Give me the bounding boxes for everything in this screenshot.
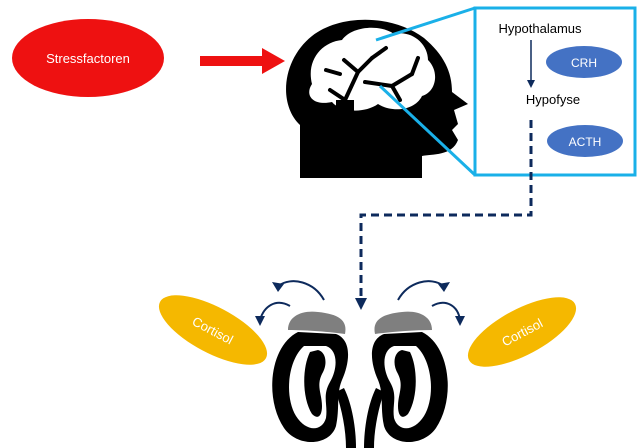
adrenal-gland-icon [288, 312, 346, 334]
hypothalamus-label: Hypothalamus [498, 21, 582, 36]
kidney-right-icon [364, 332, 448, 448]
stress-arrow [200, 48, 285, 74]
acth-label: ACTH [569, 135, 602, 149]
cortisol-oval-right: Cortisol [458, 284, 586, 381]
cortisol-oval-left: Cortisol [149, 282, 277, 379]
hypofyse-label: Hypofyse [526, 92, 580, 107]
stress-label: Stressfactoren [46, 51, 130, 66]
kidney-left-icon [272, 332, 356, 448]
adrenal-gland-icon [374, 312, 432, 334]
crh-label: CRH [571, 56, 597, 70]
acth-dashed-arrowhead [355, 298, 367, 310]
head-brain-icon [286, 20, 468, 178]
